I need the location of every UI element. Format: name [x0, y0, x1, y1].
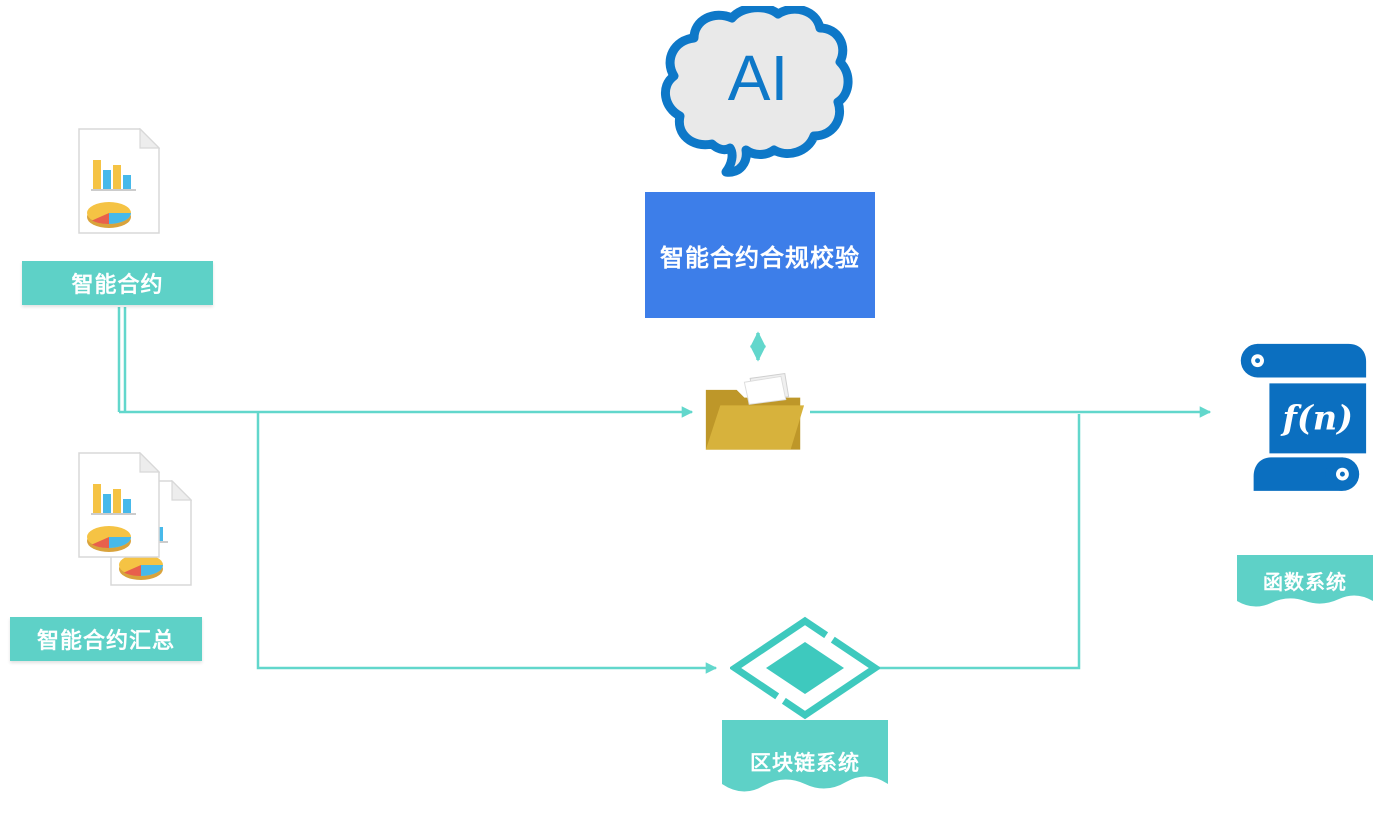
compliance-check-node: 智能合约合规校验 — [645, 192, 875, 318]
function-system-node: 函数系统 — [1237, 555, 1373, 621]
blockchain-system-banner-shape — [722, 720, 888, 792]
ai-brain-icon: AI — [661, 6, 853, 177]
documents-stack-icon — [78, 452, 196, 592]
connector-blockchain-up — [879, 414, 1081, 670]
function-system-label: 函数系统 — [1263, 572, 1347, 594]
function-system-banner-shape — [1237, 555, 1373, 607]
blockchain-diamond-icon — [730, 616, 880, 720]
folder-icon — [705, 373, 805, 450]
connector-to-blockchain — [256, 413, 718, 674]
blockchain-system-label: 区块链系统 — [750, 752, 860, 775]
ai-label: AI — [728, 42, 788, 114]
smart-contract-label: 智能合约 — [71, 272, 164, 297]
smart-contract-summary-node: 智能合约汇总 — [10, 617, 202, 661]
compliance-check-label: 智能合约合规校验 — [660, 244, 860, 272]
smart-contract-summary-label: 智能合约汇总 — [36, 628, 175, 653]
function-icon-text: f(n) — [1280, 399, 1353, 438]
front-document-icon — [78, 452, 160, 558]
function-scroll-icon: f(n) — [1240, 343, 1367, 491]
blockchain-system-node: 区块链系统 — [722, 720, 888, 814]
smart-contract-document-icon — [78, 128, 160, 234]
smart-contract-node: 智能合约 — [22, 261, 213, 305]
